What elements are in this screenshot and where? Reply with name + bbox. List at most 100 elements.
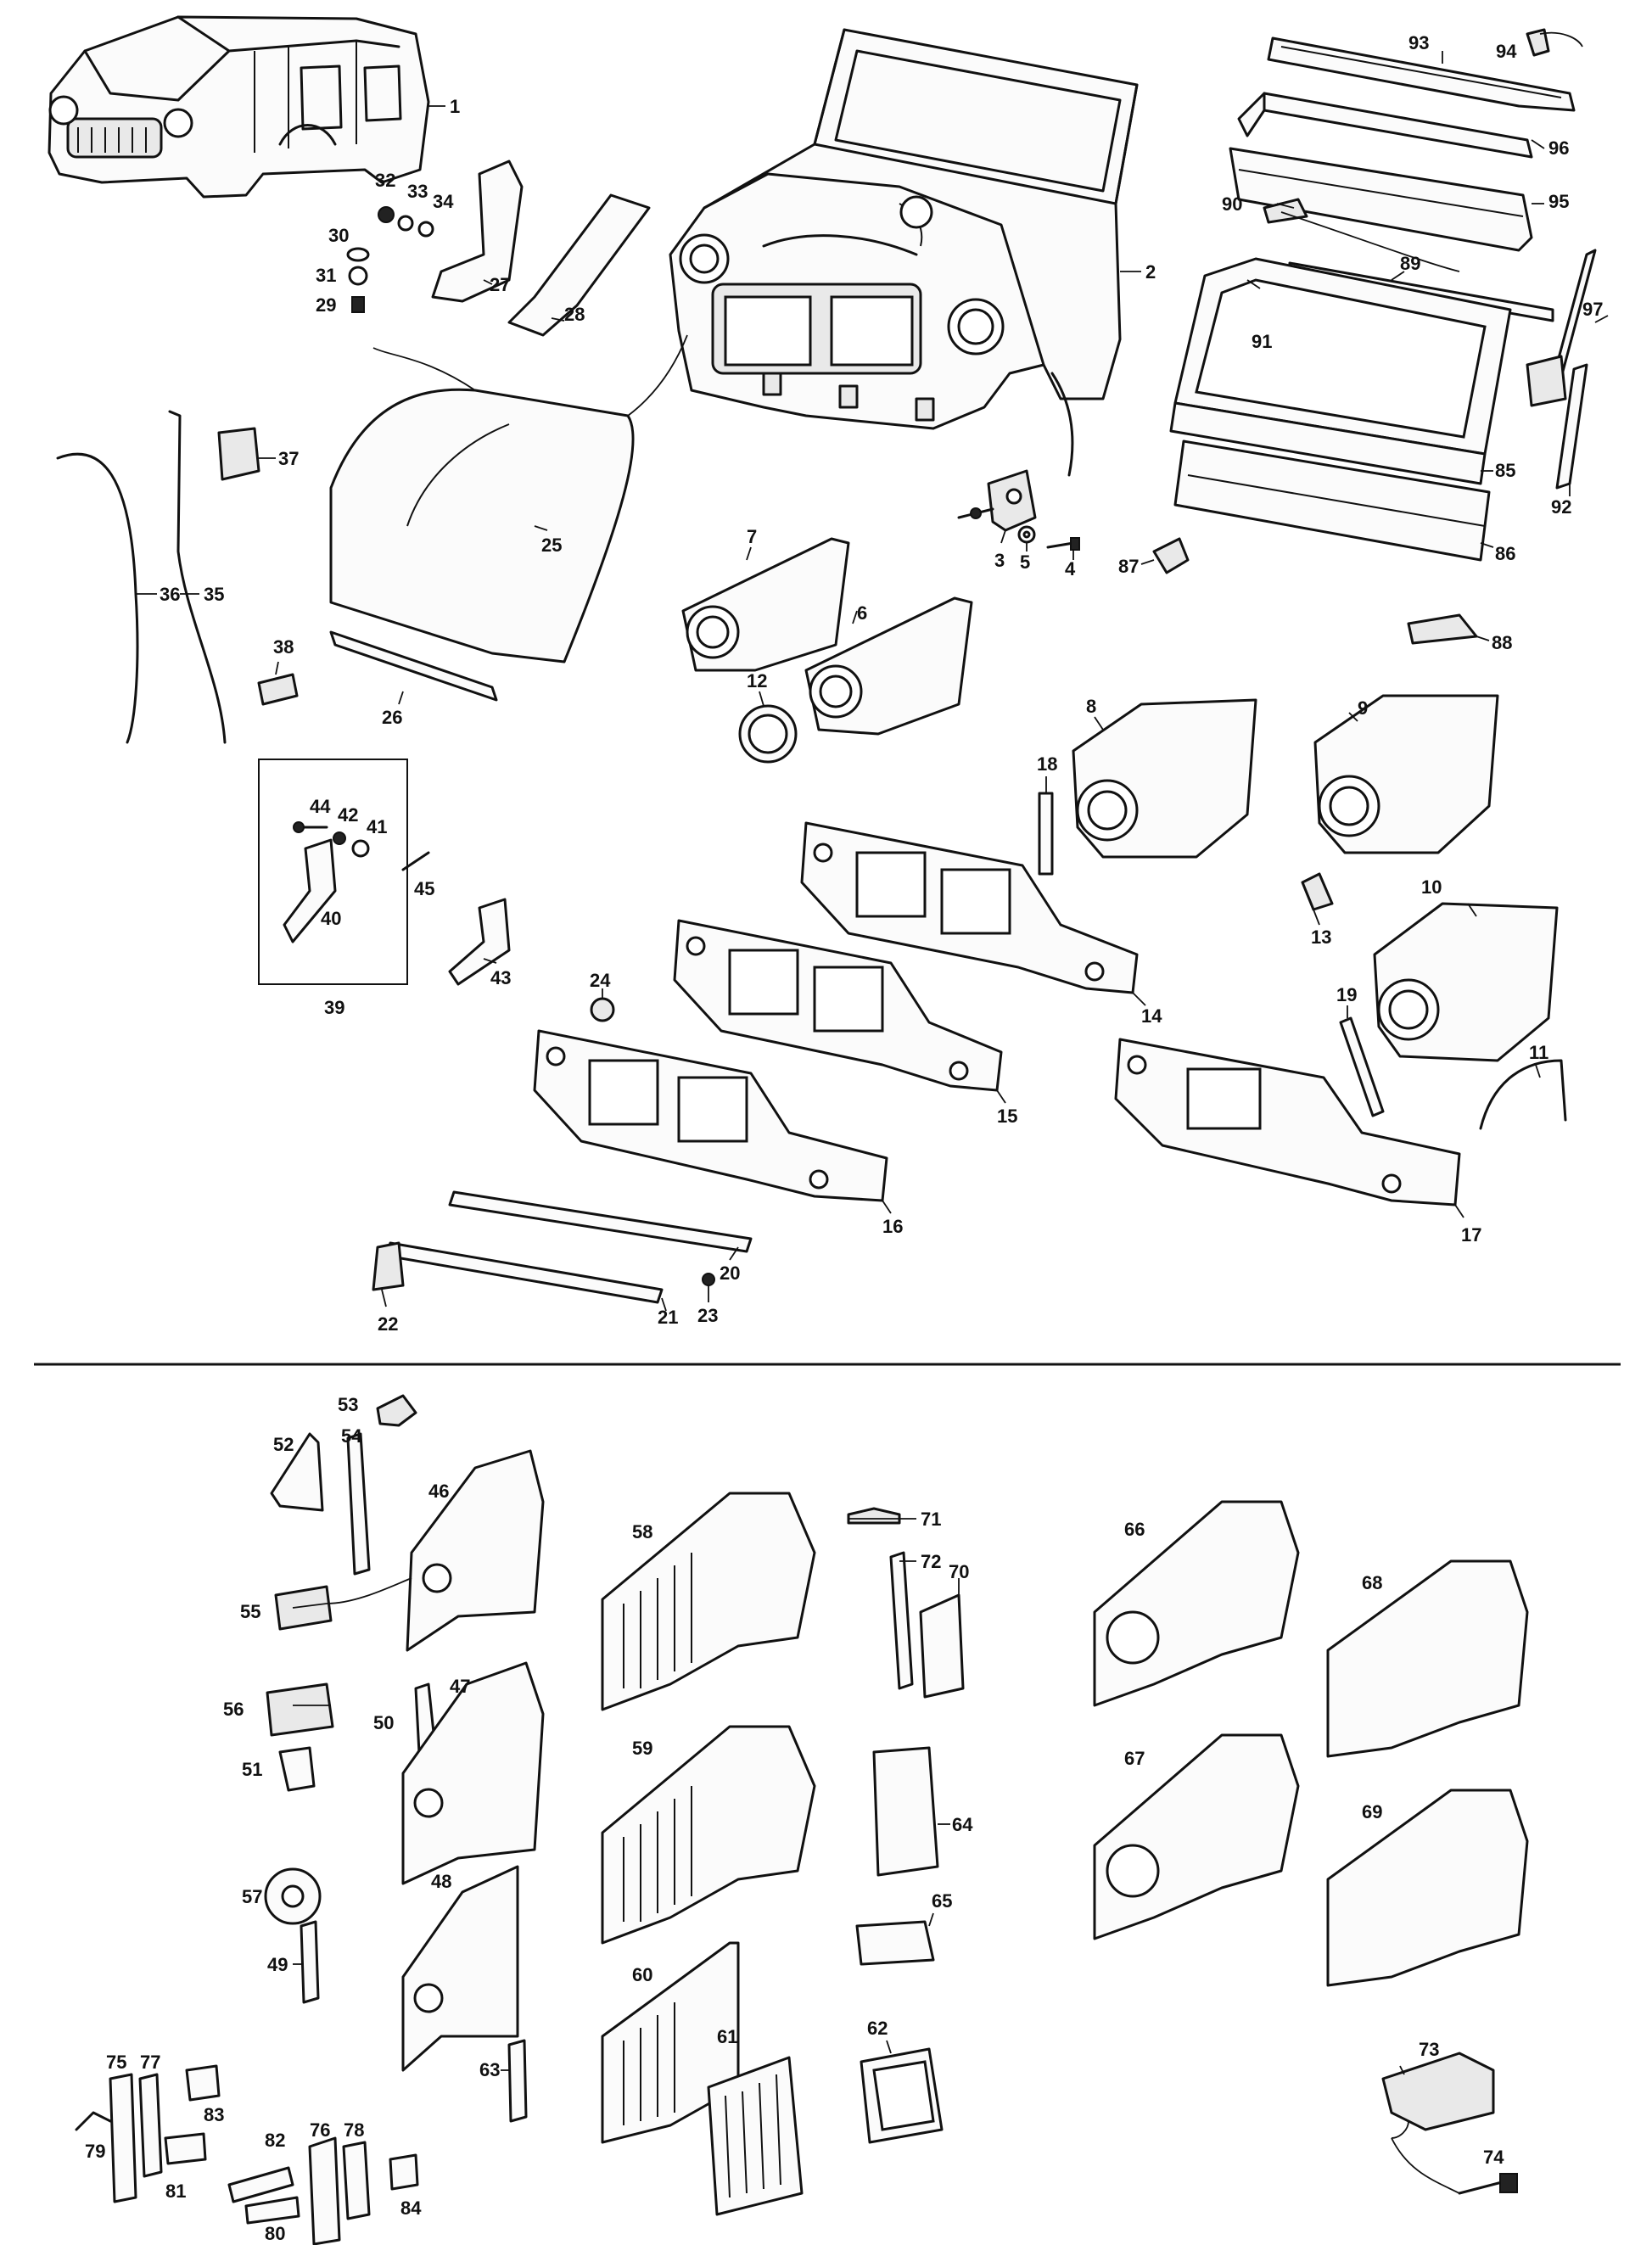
label-17: 17 <box>1461 1224 1481 1246</box>
washer-part-33[interactable] <box>397 215 414 232</box>
catch-part-38[interactable] <box>257 673 299 706</box>
windscreen-frame-part-91[interactable] <box>1173 257 1512 456</box>
hinge-part-27[interactable] <box>431 160 524 303</box>
bracket-part-87[interactable] <box>1152 537 1190 574</box>
strip-part-49[interactable] <box>300 1920 320 2004</box>
pin-part-45[interactable] <box>401 851 430 871</box>
mounting-bracket-part-3[interactable] <box>957 469 1037 532</box>
inner-wing-part-58[interactable] <box>601 1492 816 1711</box>
bracket-part-81[interactable] <box>164 2132 207 2165</box>
bracket-part-83[interactable] <box>185 2064 221 2102</box>
bracket-part-84[interactable] <box>389 2153 419 2191</box>
body-shell-part-1[interactable] <box>48 15 430 199</box>
corner-bracket-part-13[interactable] <box>1301 872 1334 911</box>
inner-wing-part-59[interactable] <box>601 1725 816 1945</box>
wing-part-8[interactable] <box>1072 698 1257 859</box>
wing-part-9[interactable] <box>1313 694 1499 854</box>
nut-part-32[interactable] <box>378 206 395 223</box>
panel-part-64[interactable] <box>872 1746 939 1877</box>
bolt-part-74[interactable] <box>1458 2173 1518 2195</box>
scuttle-part-86[interactable] <box>1173 439 1491 562</box>
bracket-part-76[interactable] <box>308 2136 341 2245</box>
strip-part-63[interactable] <box>507 2039 528 2123</box>
screw-part-29[interactable] <box>351 296 365 313</box>
wing-part-10[interactable] <box>1373 902 1559 1062</box>
bracket-part-65[interactable] <box>855 1920 935 1966</box>
washer-part-34[interactable] <box>417 221 434 238</box>
strip-part-18[interactable] <box>1038 792 1054 876</box>
bonnet-strip-part-26[interactable] <box>329 630 498 702</box>
inner-wing-part-47[interactable] <box>401 1661 545 1885</box>
valance-part-21[interactable] <box>384 1241 664 1304</box>
catch-part-43[interactable] <box>448 898 511 986</box>
strip-part-72[interactable] <box>889 1551 914 1690</box>
front-panel-part-15[interactable] <box>673 919 1003 1092</box>
bracket-part-56[interactable] <box>266 1682 334 1737</box>
inner-wing-part-69[interactable] <box>1326 1789 1529 1987</box>
bracket-part-79[interactable] <box>75 2111 112 2131</box>
part-42[interactable] <box>333 831 346 845</box>
washer-part-5[interactable] <box>1017 525 1036 544</box>
strip-part-19[interactable] <box>1339 1016 1385 1117</box>
bolt-part-4[interactable] <box>1046 537 1080 551</box>
inner-wing-part-68[interactable] <box>1326 1559 1529 1758</box>
stay-part-35[interactable] <box>168 410 227 744</box>
vent-part-61[interactable] <box>707 2056 804 2216</box>
label-70: 70 <box>949 1561 969 1582</box>
bodyshell-part-2[interactable] <box>669 28 1139 477</box>
washer-part-30[interactable] <box>346 247 370 262</box>
cap-part-53[interactable] <box>376 1394 417 1427</box>
cap-part-71[interactable] <box>847 1507 901 1525</box>
panel-part-70[interactable] <box>919 1593 965 1699</box>
bracket-part-78[interactable] <box>342 2141 371 2220</box>
front-panel-part-6[interactable] <box>804 596 973 736</box>
bracket-part-22[interactable] <box>372 1241 405 1291</box>
label-71: 71 <box>921 1509 941 1530</box>
grommet-part-24[interactable] <box>590 997 615 1022</box>
bracket-part-51[interactable] <box>278 1746 316 1792</box>
label-95: 95 <box>1548 191 1569 212</box>
nut-part-23[interactable] <box>702 1273 715 1286</box>
label-72: 72 <box>921 1551 941 1572</box>
valance-part-20[interactable] <box>448 1190 753 1253</box>
clip-part-94[interactable] <box>1526 28 1550 57</box>
bonnet-part-25[interactable] <box>329 388 635 663</box>
roof-rail-part-93[interactable] <box>1267 36 1576 112</box>
header-part-95[interactable] <box>1229 147 1533 252</box>
stay-part-36[interactable] <box>56 452 139 744</box>
plate-part-57[interactable] <box>264 1867 322 1925</box>
catch-part-40[interactable] <box>283 838 337 943</box>
hinge-part-28[interactable] <box>507 193 651 337</box>
label-44: 44 <box>310 796 331 817</box>
bracket-part-88[interactable] <box>1407 613 1478 645</box>
bracket-part-55[interactable] <box>274 1585 333 1631</box>
washer-part-31[interactable] <box>348 266 368 286</box>
inner-wing-part-46[interactable] <box>406 1449 545 1652</box>
label-13: 13 <box>1311 927 1331 948</box>
front-panel-part-17[interactable] <box>1114 1038 1461 1206</box>
label-23: 23 <box>697 1305 718 1326</box>
front-panel-part-16[interactable] <box>533 1029 888 1202</box>
inner-wing-part-67[interactable] <box>1093 1733 1300 1940</box>
strip-part-54[interactable] <box>346 1432 371 1576</box>
screw-part-44[interactable] <box>293 821 328 833</box>
bracket-part-82[interactable] <box>227 2166 294 2203</box>
headlamp-ring-part-12[interactable] <box>738 704 798 764</box>
arch-strip-part-11[interactable] <box>1479 1059 1567 1130</box>
box-part-62[interactable] <box>860 2047 944 2144</box>
pillar-part-97[interactable] <box>1526 249 1597 407</box>
header-part-96[interactable] <box>1237 92 1533 159</box>
bracket-part-73[interactable] <box>1381 2052 1495 2131</box>
scuttle-part-85[interactable] <box>1169 401 1487 485</box>
part-41[interactable] <box>351 839 370 858</box>
clip-part-37[interactable] <box>217 427 260 481</box>
front-panel-part-7[interactable] <box>681 537 850 672</box>
inner-wing-part-66[interactable] <box>1093 1500 1300 1707</box>
panel-part-52[interactable] <box>270 1432 324 1512</box>
inner-wing-part-48[interactable] <box>401 1865 519 2072</box>
bracket-part-80[interactable] <box>244 2196 300 2225</box>
bracket-part-75[interactable] <box>109 2073 137 2203</box>
bracket-part-77[interactable] <box>138 2073 163 2178</box>
front-panel-part-14[interactable] <box>800 821 1139 994</box>
label-94: 94 <box>1496 41 1517 62</box>
